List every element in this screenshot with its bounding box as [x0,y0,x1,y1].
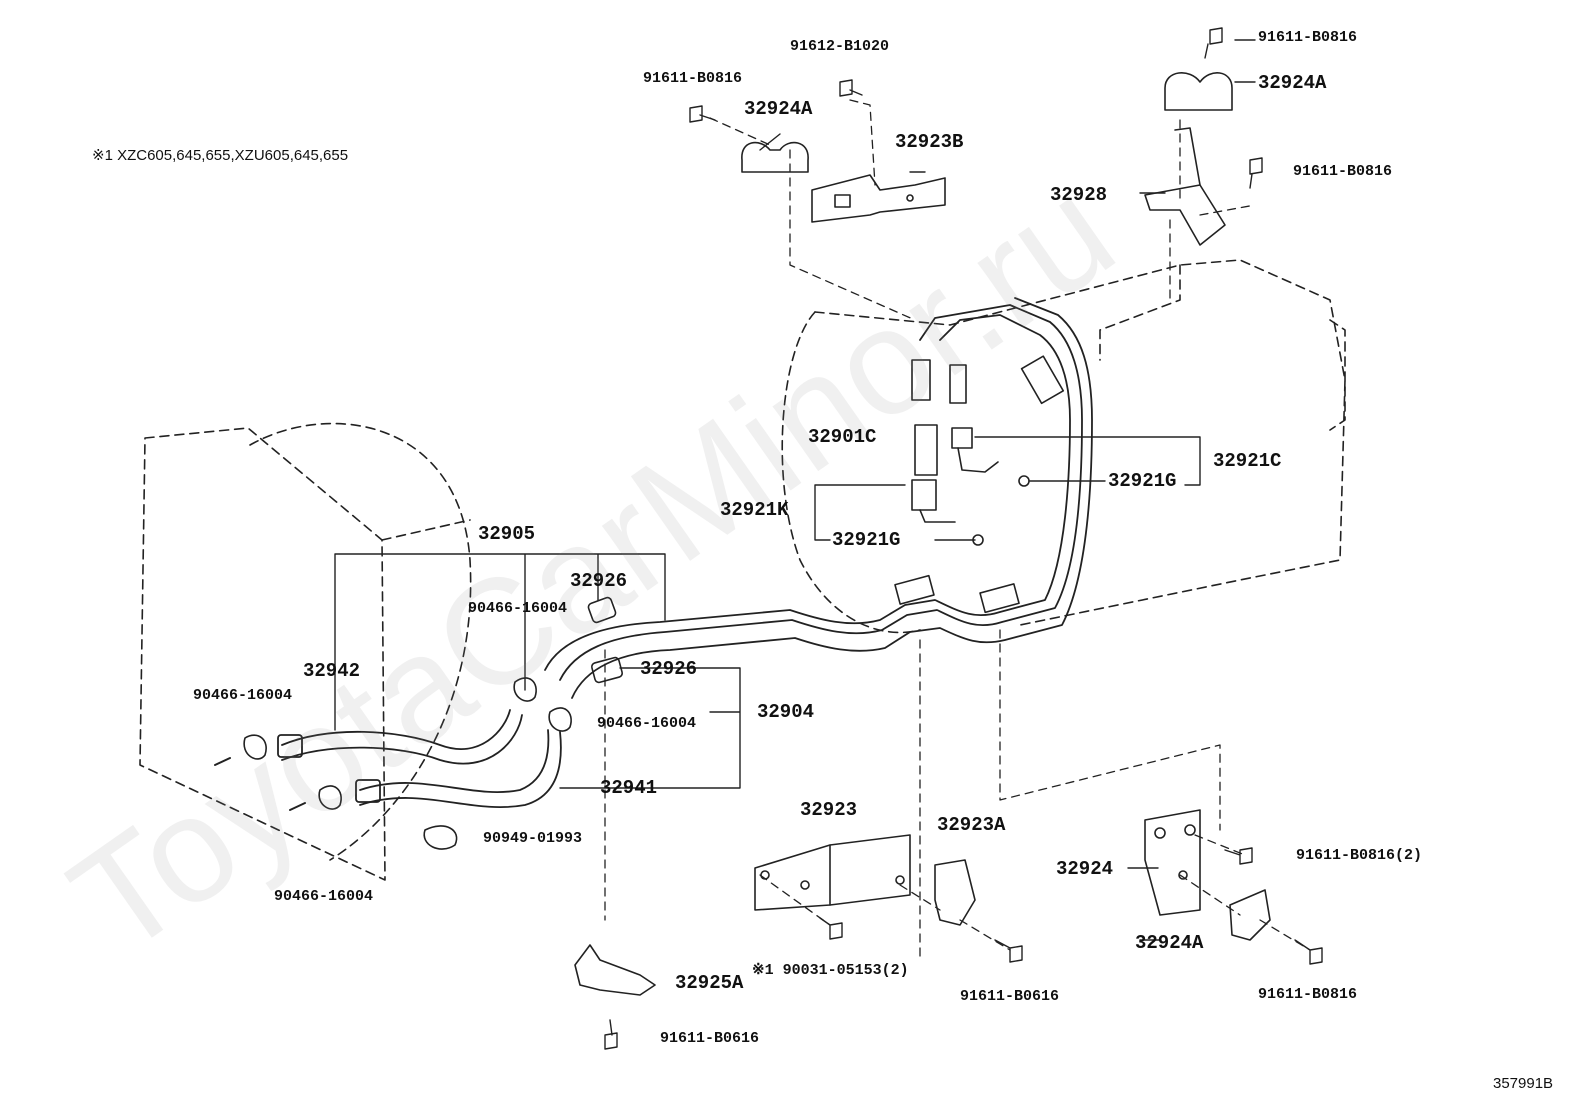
transmission-housing-left [139,422,472,881]
clamps-90466 [243,677,572,850]
bracket-32923 [754,834,911,911]
label-91611-B0816-2[interactable]: 91611-B0816(2) [1296,847,1423,864]
clamp-32924A-top [741,141,809,173]
label-32921C[interactable]: 32921C [1213,450,1282,472]
label-91611-B0816-bottom[interactable]: 91611-B0816 [1258,986,1358,1003]
label-90466-16004-c[interactable]: 90466-16004 [597,715,697,732]
hose-32942 [277,709,523,765]
watermark: ToyotaCarMinor.ru [42,146,1142,987]
label-32921G-upper[interactable]: 32921G [1108,470,1177,492]
clamp-32924A-topright [1164,72,1233,111]
label-32925A[interactable]: 32925A [675,972,744,994]
transmission-housing-right [781,259,1346,634]
label-90466-16004-d[interactable]: 90466-16004 [274,888,374,905]
label-32923B[interactable]: 32923B [895,131,964,153]
label-91611-B0616-a[interactable]: 91611-B0616 [960,988,1060,1005]
svg-text:ToyotaCarMinor.ru: ToyotaCarMinor.ru [42,146,1142,987]
model-note: ※1 XZC605,645,655,XZU605,645,655 [92,147,349,164]
label-91611-B0816-right[interactable]: 91611-B0816 [1293,163,1393,180]
clamp-32923A [934,859,976,926]
label-91611-B0616-b[interactable]: 91611-B0616 [660,1030,760,1047]
label-32923[interactable]: 32923 [800,799,858,821]
pipe-end-stubs [214,757,306,811]
label-32942[interactable]: 32942 [303,660,361,682]
label-91611-B0816-topright[interactable]: 91611-B0816 [1258,29,1358,46]
bolts [604,27,1323,1050]
assembly-guides [604,99,1311,961]
bracket-32923B [811,174,946,223]
bracket-32924 [1144,809,1201,916]
label-32924A-bottom[interactable]: 32924A [1135,932,1204,954]
label-32921K[interactable]: 32921K [720,499,789,521]
label-32901C[interactable]: 32901C [808,426,877,448]
label-32924A-topright[interactable]: 32924A [1258,72,1327,94]
label-90031-05153[interactable]: ※1 90031-05153(2) [752,962,909,979]
label-91612-B1020[interactable]: 91612-B1020 [790,38,890,55]
label-90466-16004-b[interactable]: 90466-16004 [193,687,293,704]
diagram-code: 357991B [1493,1075,1554,1092]
bracket-32928 [1144,127,1226,246]
label-32928[interactable]: 32928 [1050,184,1108,206]
label-32921G-lower[interactable]: 32921G [832,529,901,551]
label-32923A[interactable]: 32923A [937,814,1006,836]
label-90466-16004-a[interactable]: 90466-16004 [468,600,568,617]
label-32905[interactable]: 32905 [478,523,536,545]
hose-32941 [355,729,562,808]
label-32924A-topleft[interactable]: 32924A [744,98,813,120]
label-32924[interactable]: 32924 [1056,858,1114,880]
bracket-32925A [574,944,656,996]
hoses-32926 [587,596,624,684]
label-90949-01993[interactable]: 90949-01993 [483,830,583,847]
label-32926-lower[interactable]: 32926 [640,658,698,680]
label-32904[interactable]: 32904 [757,701,815,723]
cooler-lines [544,297,1093,699]
label-32926-upper[interactable]: 32926 [570,570,628,592]
unions [894,355,1065,614]
label-32941[interactable]: 32941 [600,777,658,799]
leader-lines [334,39,1256,941]
clamp-32924A-bottom [1229,889,1271,941]
label-91611-B0816-topleft[interactable]: 91611-B0816 [643,70,743,87]
